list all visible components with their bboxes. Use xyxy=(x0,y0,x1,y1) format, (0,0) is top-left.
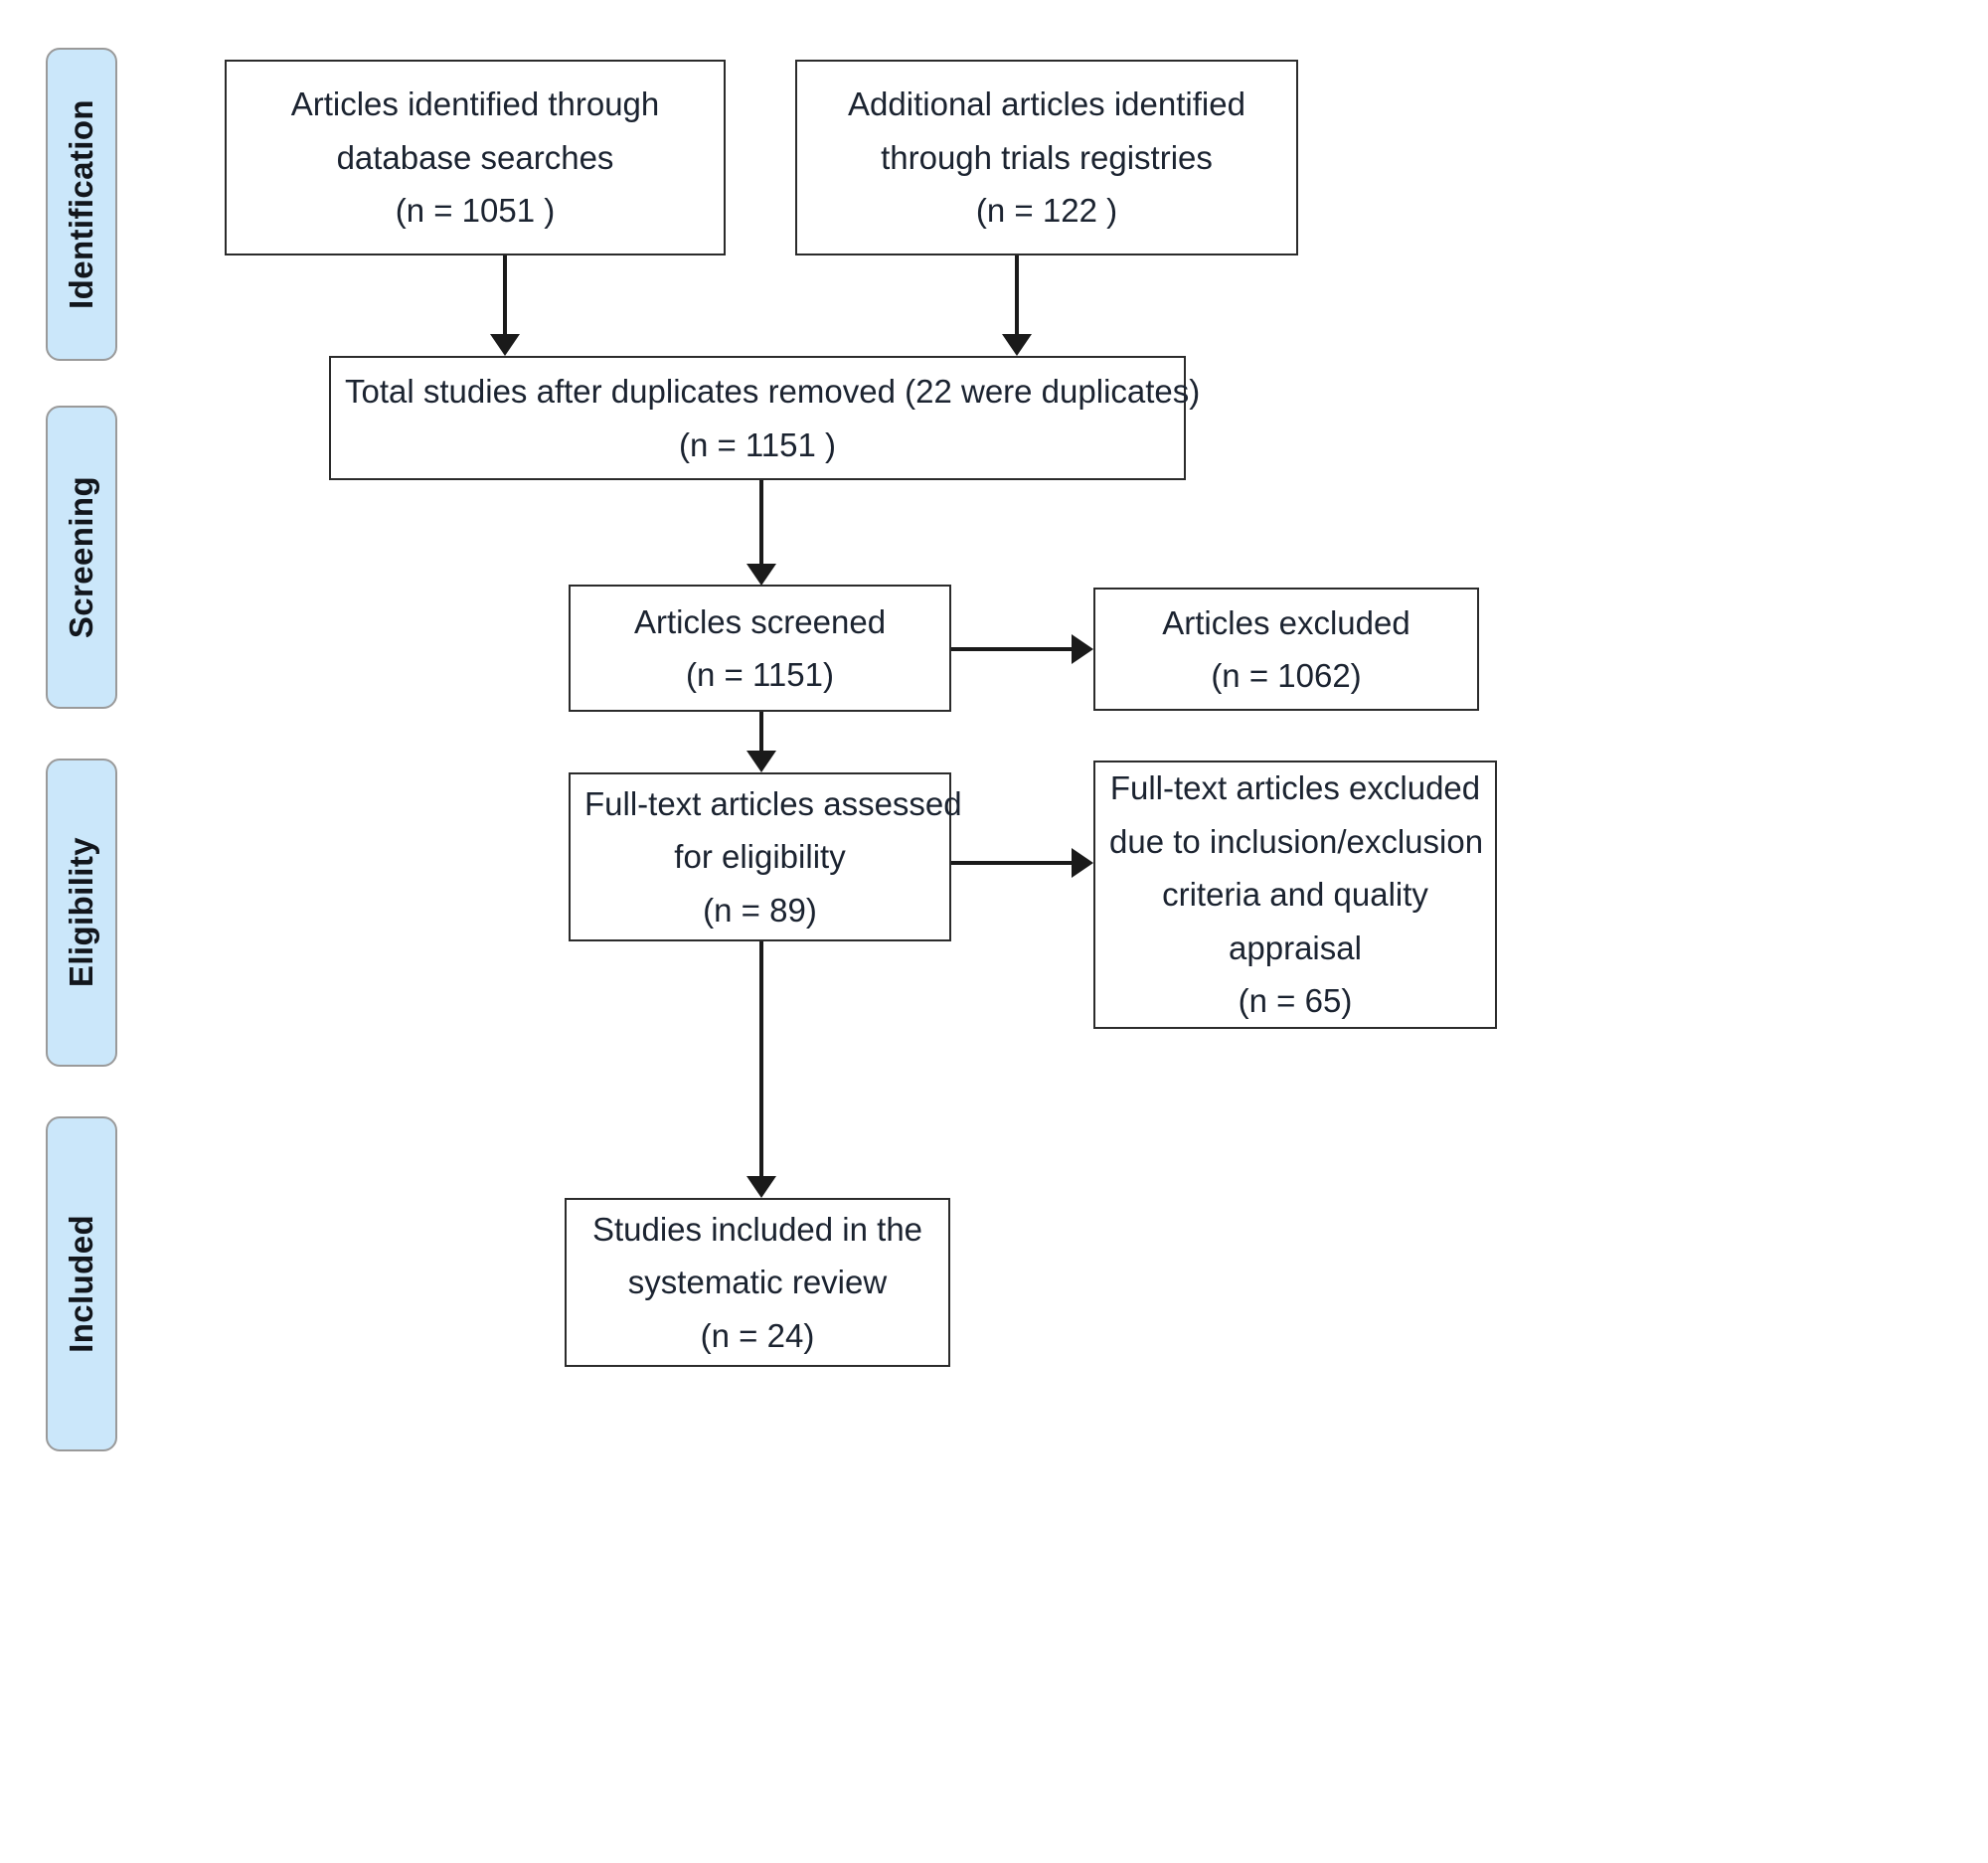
box-database-search-line-1: Articles identified through xyxy=(290,85,660,123)
arrowhead-duplicates-to-screened xyxy=(746,564,776,586)
stage-label-eligibility: Eligibility xyxy=(63,837,99,988)
box-registry-search-line-1: Additional articles identified xyxy=(848,85,1245,123)
box-articles-excluded-line-1: Articles excluded xyxy=(1162,603,1410,641)
box-duplicates-removed-line-2: (n = 1151 ) xyxy=(678,425,837,463)
box-fulltext-assessed: Full-text articles assessed for eligibil… xyxy=(569,772,962,941)
connector-screened-to-excluded xyxy=(951,647,1074,651)
box-fulltext-excluded-line-3: criteria and quality xyxy=(1162,876,1428,914)
box-database-search-line-2: database searches xyxy=(336,138,614,176)
stage-pill-screening: Screening xyxy=(46,406,117,709)
box-fulltext-excluded-line-2: due to inclusion/exclusion xyxy=(1109,822,1484,860)
arrowhead-fulltext-to-excluded xyxy=(1072,848,1093,878)
box-fulltext-excluded-line-1: Full-text articles excluded xyxy=(1109,769,1481,807)
arrowhead-screened-to-fulltext xyxy=(746,751,776,772)
stage-pill-identification: Identification xyxy=(46,48,117,361)
box-fulltext-excluded: Full-text articles excluded due to inclu… xyxy=(1093,761,1497,1029)
box-studies-included-line-2: systematic review xyxy=(627,1264,888,1301)
box-fulltext-excluded-line-5: (n = 65) xyxy=(1238,982,1353,1020)
box-articles-excluded-line-2: (n = 1062) xyxy=(1211,657,1362,694)
arrowhead-screened-to-excluded xyxy=(1072,634,1093,664)
stage-label-identification: Identification xyxy=(63,99,99,309)
box-articles-screened-line-2: (n = 1151) xyxy=(686,656,834,693)
box-studies-included: Studies included in the systematic revie… xyxy=(565,1198,950,1367)
connector-database-to-duplicates xyxy=(503,255,507,338)
box-registry-search: Additional articles identified through t… xyxy=(795,60,1298,255)
box-database-search-line-3: (n = 1051 ) xyxy=(395,192,556,230)
stage-pill-included: Included xyxy=(46,1116,117,1451)
arrowhead-fulltext-to-included xyxy=(746,1176,776,1198)
box-registry-search-line-2: through trials registries xyxy=(881,138,1213,176)
connector-fulltext-to-included xyxy=(759,941,763,1180)
box-studies-included-line-3: (n = 24) xyxy=(700,1316,815,1354)
box-duplicates-removed: Total studies after duplicates removed (… xyxy=(329,356,1201,480)
box-articles-screened: Articles screened (n = 1151) xyxy=(569,585,951,712)
arrowhead-database-to-duplicates xyxy=(490,334,520,356)
box-fulltext-assessed-line-3: (n = 89) xyxy=(703,891,817,929)
box-studies-included-line-1: Studies included in the xyxy=(591,1210,923,1248)
stage-label-included: Included xyxy=(63,1215,99,1353)
box-database-search: Articles identified through database sea… xyxy=(225,60,726,255)
connector-duplicates-to-screened xyxy=(759,480,763,570)
stage-pill-eligibility: Eligibility xyxy=(46,759,117,1067)
box-fulltext-assessed-line-1: Full-text articles assessed xyxy=(584,784,962,822)
box-articles-excluded: Articles excluded (n = 1062) xyxy=(1093,588,1479,711)
box-fulltext-assessed-line-2: for eligibility xyxy=(674,838,846,876)
connector-registry-to-duplicates xyxy=(1015,255,1019,338)
connector-fulltext-to-excluded xyxy=(951,861,1074,865)
box-registry-search-line-3: (n = 122 ) xyxy=(975,192,1118,230)
arrowhead-registry-to-duplicates xyxy=(1002,334,1032,356)
connector-screened-to-fulltext xyxy=(759,712,763,757)
stage-label-screening: Screening xyxy=(63,475,99,639)
box-articles-screened-line-1: Articles screened xyxy=(633,602,887,640)
box-fulltext-excluded-line-4: appraisal xyxy=(1229,929,1362,966)
box-duplicates-removed-line-1: Total studies after duplicates removed (… xyxy=(345,373,1201,411)
